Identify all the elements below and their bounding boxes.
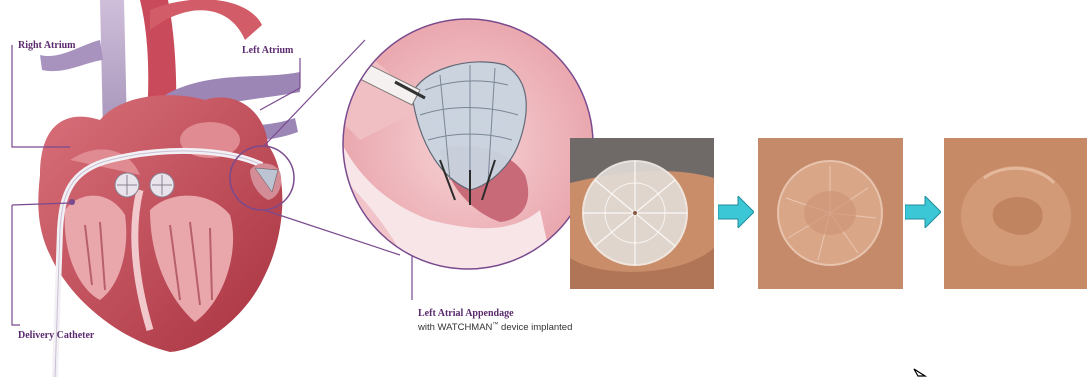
arrow-right-icon [718, 196, 754, 233]
label-delivery-catheter: Delivery Catheter [18, 330, 94, 341]
label-left-atrial-appendage: Left Atrial Appendage [418, 308, 514, 319]
label-watchman-device: with WATCHMAN™ device implanted [418, 322, 572, 333]
cursor-icon [913, 366, 927, 384]
photo-tissue-forming [758, 138, 903, 289]
arrow-right-icon [905, 196, 941, 233]
photo-tissue-covered [944, 138, 1087, 289]
zoom-callout [340, 19, 593, 300]
photo-device-implanted [570, 138, 714, 289]
label-left-atrium: Left Atrium [242, 45, 293, 56]
label-right-atrium: Right Atrium [18, 40, 76, 51]
